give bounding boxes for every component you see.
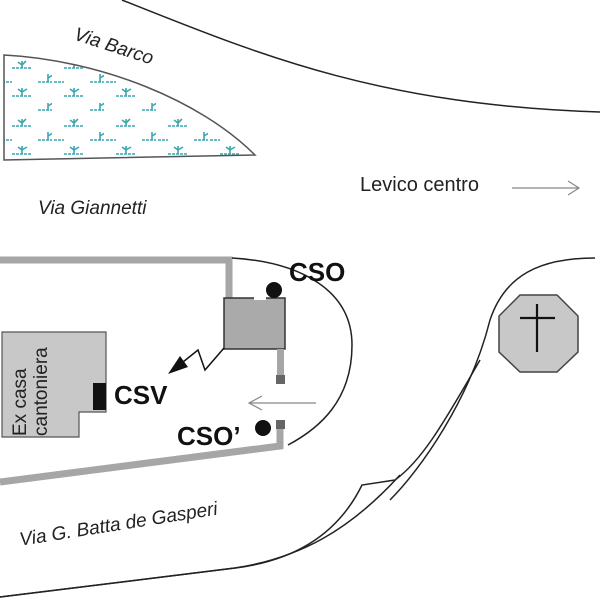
lower-pipe-cap [276, 420, 285, 429]
tank-outlet-cap [276, 375, 285, 384]
church-octagon [498, 294, 579, 373]
tank-notch [254, 296, 266, 300]
building-label-line2: cantoniera [31, 347, 52, 436]
csv-device [93, 383, 106, 410]
via-barco-road-edge [121, 0, 600, 113]
cross-icon [520, 304, 555, 352]
tank-outlet-pipe [277, 349, 284, 376]
vegetation-area [3, 54, 257, 161]
right-road-edge [389, 257, 596, 501]
cso-sensor-dot [266, 282, 282, 298]
cso-arc [231, 257, 353, 446]
csv-label: CSV [114, 380, 168, 410]
levico-arrow [512, 180, 581, 196]
upper-pipe [0, 256, 233, 300]
cso-tank [223, 297, 286, 350]
ex-casa-cantoniera-building [1, 331, 107, 438]
lower-pipe [0, 428, 284, 486]
building-label-line1: Ex casa [10, 368, 31, 436]
signal-arrowhead [168, 356, 188, 374]
via-giannetti-label: Via Giannetti [38, 198, 147, 219]
cso-prime-label: CSO’ [177, 421, 241, 451]
cso-prime-sensor-dot [255, 420, 271, 436]
de-gasperi-lower-edge [0, 474, 401, 598]
cso-label: CSO [289, 257, 346, 287]
signal-arrow [182, 347, 225, 372]
building-label: Ex casa cantoniera [10, 347, 52, 436]
levico-centro-label: Levico centro [360, 174, 479, 196]
flow-arrow [247, 395, 316, 411]
